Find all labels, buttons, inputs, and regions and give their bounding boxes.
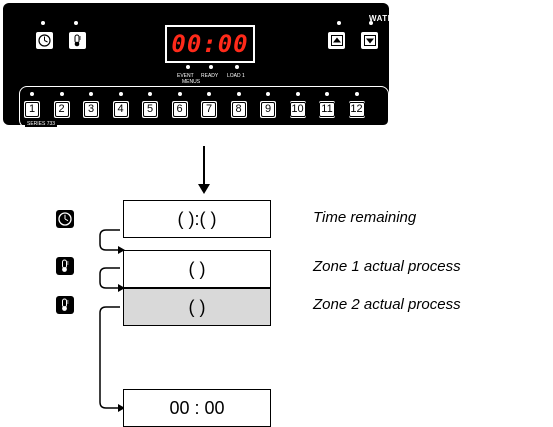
led-display: 00:00 — [165, 25, 255, 63]
menu-key-7[interactable]: 7 — [201, 101, 217, 118]
menu-key-label: 3 — [84, 102, 98, 117]
menu-key-4[interactable]: 4 — [112, 101, 129, 118]
zone2-box: ( ) — [123, 288, 271, 326]
series-label: SERIES 733 — [25, 121, 58, 127]
menu-key-label: 2 — [54, 102, 69, 117]
time-remaining-label: Time remaining — [313, 209, 417, 226]
final-time-value: 00 : 00 — [169, 397, 225, 418]
event-label: EVENT — [177, 73, 194, 79]
flow-connectors — [99, 146, 210, 412]
down-button[interactable] — [361, 32, 378, 49]
menu-key-12[interactable]: 12 — [348, 101, 365, 118]
menu-key-label: 1 — [25, 102, 39, 117]
zone2-value: ( ) — [188, 296, 206, 317]
brand-logo: WATLOW — [369, 14, 408, 23]
menu-key-6[interactable]: 6 — [171, 101, 188, 118]
zone2-label: Zone 2 actual process — [313, 296, 461, 313]
menu-key-label: 8 — [231, 102, 246, 117]
menu-key-label: 5 — [143, 102, 157, 117]
up-arrow-icon — [330, 35, 343, 46]
up-button[interactable] — [328, 32, 345, 49]
final-time-box: 00 : 00 — [123, 389, 271, 427]
menu-key-2[interactable]: 2 — [53, 101, 70, 118]
ready-label: READY — [201, 73, 219, 79]
time-remaining-box: ( ):( ) — [123, 200, 271, 238]
menu-key-3[interactable]: 3 — [83, 101, 99, 118]
menu-key-led — [295, 92, 300, 96]
menu-key-led — [354, 92, 359, 96]
thermometer-icon — [56, 257, 74, 275]
menu-key-1[interactable]: 1 — [24, 101, 40, 118]
menu-key-11[interactable]: 11 — [319, 101, 335, 118]
menu-key-led — [59, 92, 64, 96]
event-led — [186, 65, 190, 69]
menu-key-label: 7 — [202, 102, 216, 117]
zone1-value: ( ) — [188, 258, 206, 279]
down-led — [369, 21, 373, 25]
up-led — [337, 21, 341, 25]
menu-key-5[interactable]: 5 — [142, 101, 158, 118]
display-readout: 00:00 — [171, 30, 249, 58]
load1-label: LOAD 1 — [227, 73, 245, 79]
time-remaining-value: ( ):( ) — [177, 208, 217, 229]
clock-icon — [56, 210, 74, 228]
menu-key-label: 11 — [319, 102, 335, 117]
menu-key-led — [325, 92, 329, 96]
menu-key-led — [236, 92, 241, 96]
menu-key-label: 12 — [348, 102, 365, 117]
zone1-label: Zone 1 actual process — [313, 258, 461, 275]
menus-frame — [19, 86, 389, 128]
clock-led — [41, 21, 45, 25]
thermometer-icon — [56, 296, 74, 314]
controller-panel: WATLOW 00:00 EVENT READY LOAD 1 — [3, 3, 407, 128]
menu-key-label: 9 — [261, 102, 275, 117]
thermo-led — [74, 21, 78, 25]
menu-key-label: 6 — [172, 102, 187, 117]
clock-button[interactable] — [36, 32, 53, 49]
menu-key-led — [30, 92, 34, 96]
menu-key-led — [266, 92, 270, 96]
menu-key-led — [89, 92, 93, 96]
menus-label: MENUS — [179, 79, 204, 85]
thermometer-icon — [74, 34, 81, 47]
thermometer-button[interactable] — [69, 32, 86, 49]
menu-key-led — [148, 92, 152, 96]
zone1-box: ( ) — [123, 250, 271, 288]
down-arrow-icon — [363, 35, 376, 46]
menu-key-label: 4 — [113, 102, 128, 117]
ready-led — [209, 65, 213, 69]
load1-led — [235, 65, 239, 69]
menu-key-9[interactable]: 9 — [260, 101, 276, 118]
menu-key-label: 10 — [289, 102, 306, 117]
menu-key-led — [118, 92, 123, 96]
menu-key-10[interactable]: 10 — [289, 101, 306, 118]
menu-key-8[interactable]: 8 — [230, 101, 247, 118]
clock-icon — [38, 34, 51, 47]
menu-key-led — [207, 92, 211, 96]
menu-key-led — [177, 92, 182, 96]
